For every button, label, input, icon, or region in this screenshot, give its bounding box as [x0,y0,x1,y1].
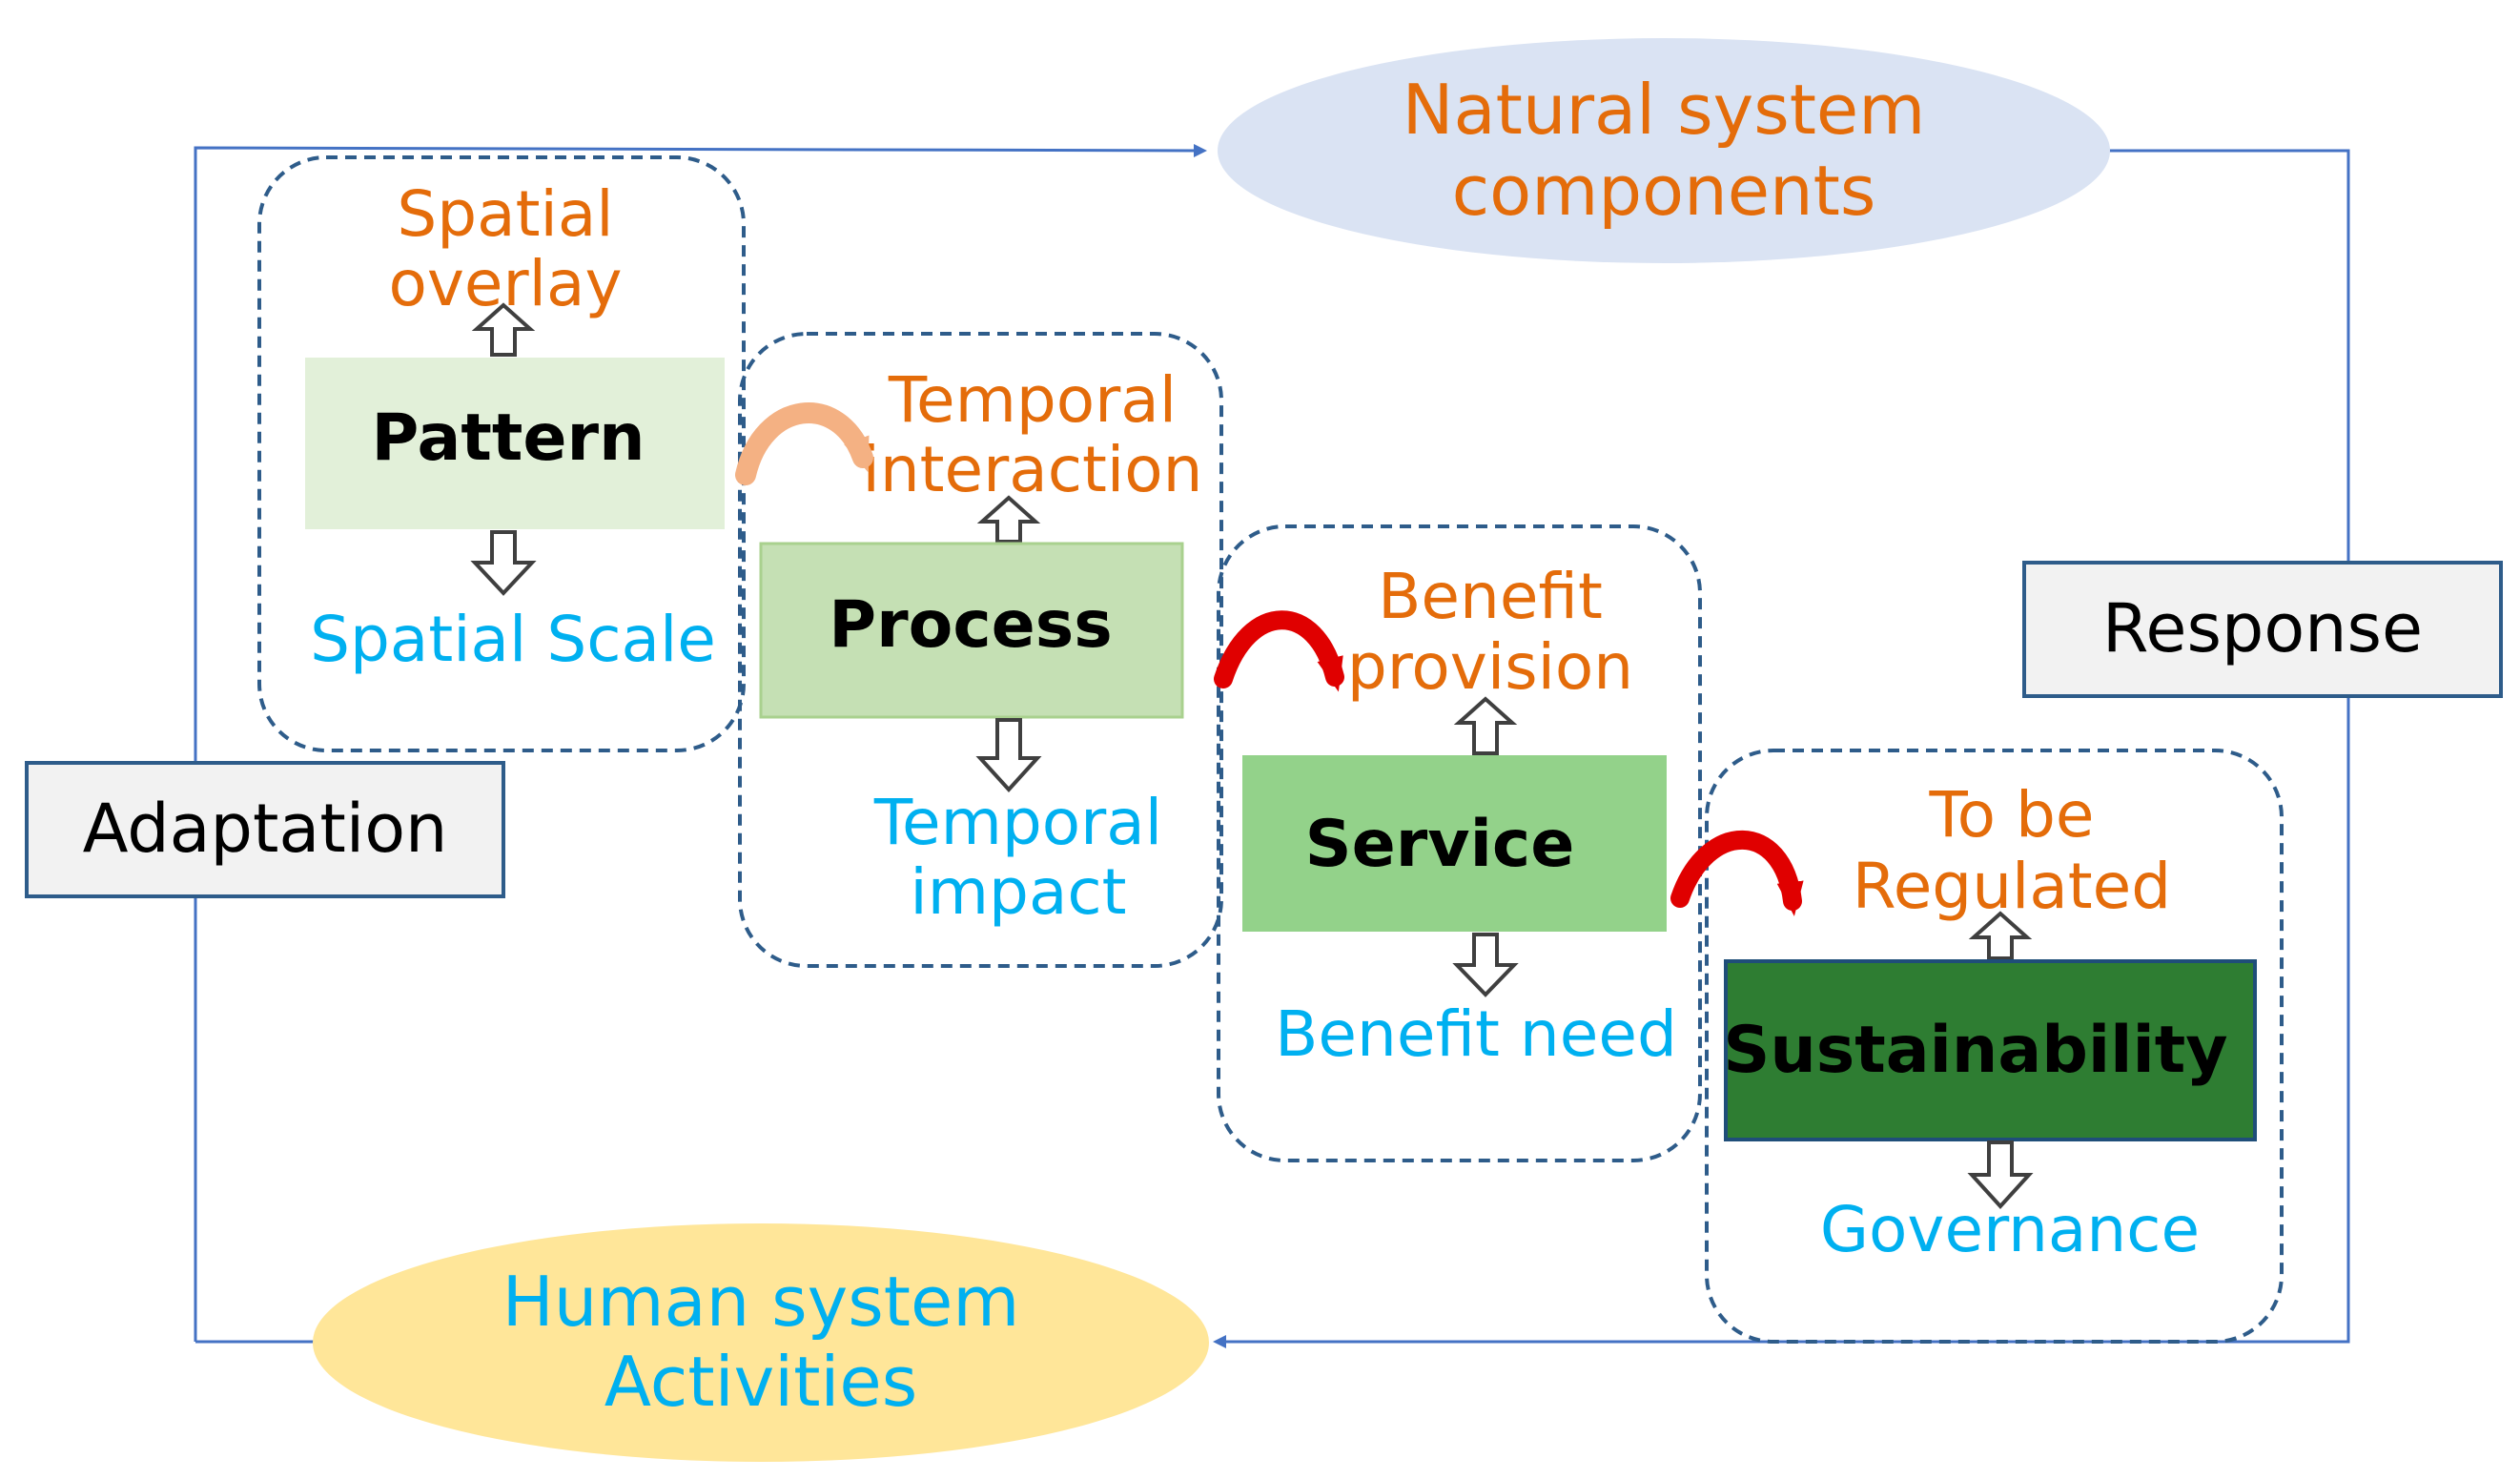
adaptation-label: Adaptation [83,790,448,868]
service-top-line1: Benefit [1378,560,1603,633]
pattern-label: Pattern [372,401,645,476]
service-group [1217,524,1702,1162]
service-down-arrow [1452,933,1519,997]
human-system-line2: Activities [604,1342,917,1422]
sustainability-box [1724,959,2257,1141]
process-top-line1: Temporal [888,363,1177,437]
adaptation-flow-line [194,143,1207,1342]
natural-system-line1: Natural system [1403,70,1926,150]
human-system-line1: Human system [502,1262,1020,1342]
service-to-sustainability-arrow [1670,830,1804,916]
process-top-line2: interaction [863,433,1203,506]
process-label: Process [829,587,1112,663]
response-label: Response [2102,589,2423,668]
sustainability-up-arrow [1968,911,2033,960]
service-top-line2: provision [1347,630,1633,704]
human-system-ellipse [313,1223,1209,1462]
pattern-top-line1: Spatial [397,177,613,251]
process-bottom-line2: impact [910,855,1126,929]
natural-system-ellipse [1218,38,2110,263]
sustainability-group [1705,749,2284,1344]
sustainability-top-line1: To be [1929,778,2095,852]
service-bottom: Benefit need [1275,997,1677,1071]
natural-system-line2: components [1452,151,1876,231]
process-box [759,542,1184,719]
pattern-down-arrow [470,530,537,596]
response-flow-line [1213,149,2350,1348]
process-group [738,332,1223,968]
pattern-up-arrow [471,302,536,357]
pattern-bottom: Spatial Scale [310,603,716,676]
service-label: Service [1305,807,1575,882]
pattern-box [305,358,725,529]
process-to-service-arrow [1214,610,1344,692]
service-box [1242,755,1667,932]
sustainability-label: Sustainability [1723,1013,2227,1088]
process-down-arrow [975,718,1042,792]
process-bottom-line1: Temporal [873,786,1162,859]
service-up-arrow [1453,696,1518,755]
sustainability-down-arrow [1967,1140,2034,1209]
adaptation-box [25,761,505,898]
process-up-arrow [976,495,1041,544]
response-box [2022,561,2503,698]
pattern-to-process-arrow [735,402,873,485]
pattern-group [257,155,746,752]
sustainability-top-line2: Regulated [1853,850,2171,923]
sustainability-bottom: Governance [1820,1193,2200,1266]
